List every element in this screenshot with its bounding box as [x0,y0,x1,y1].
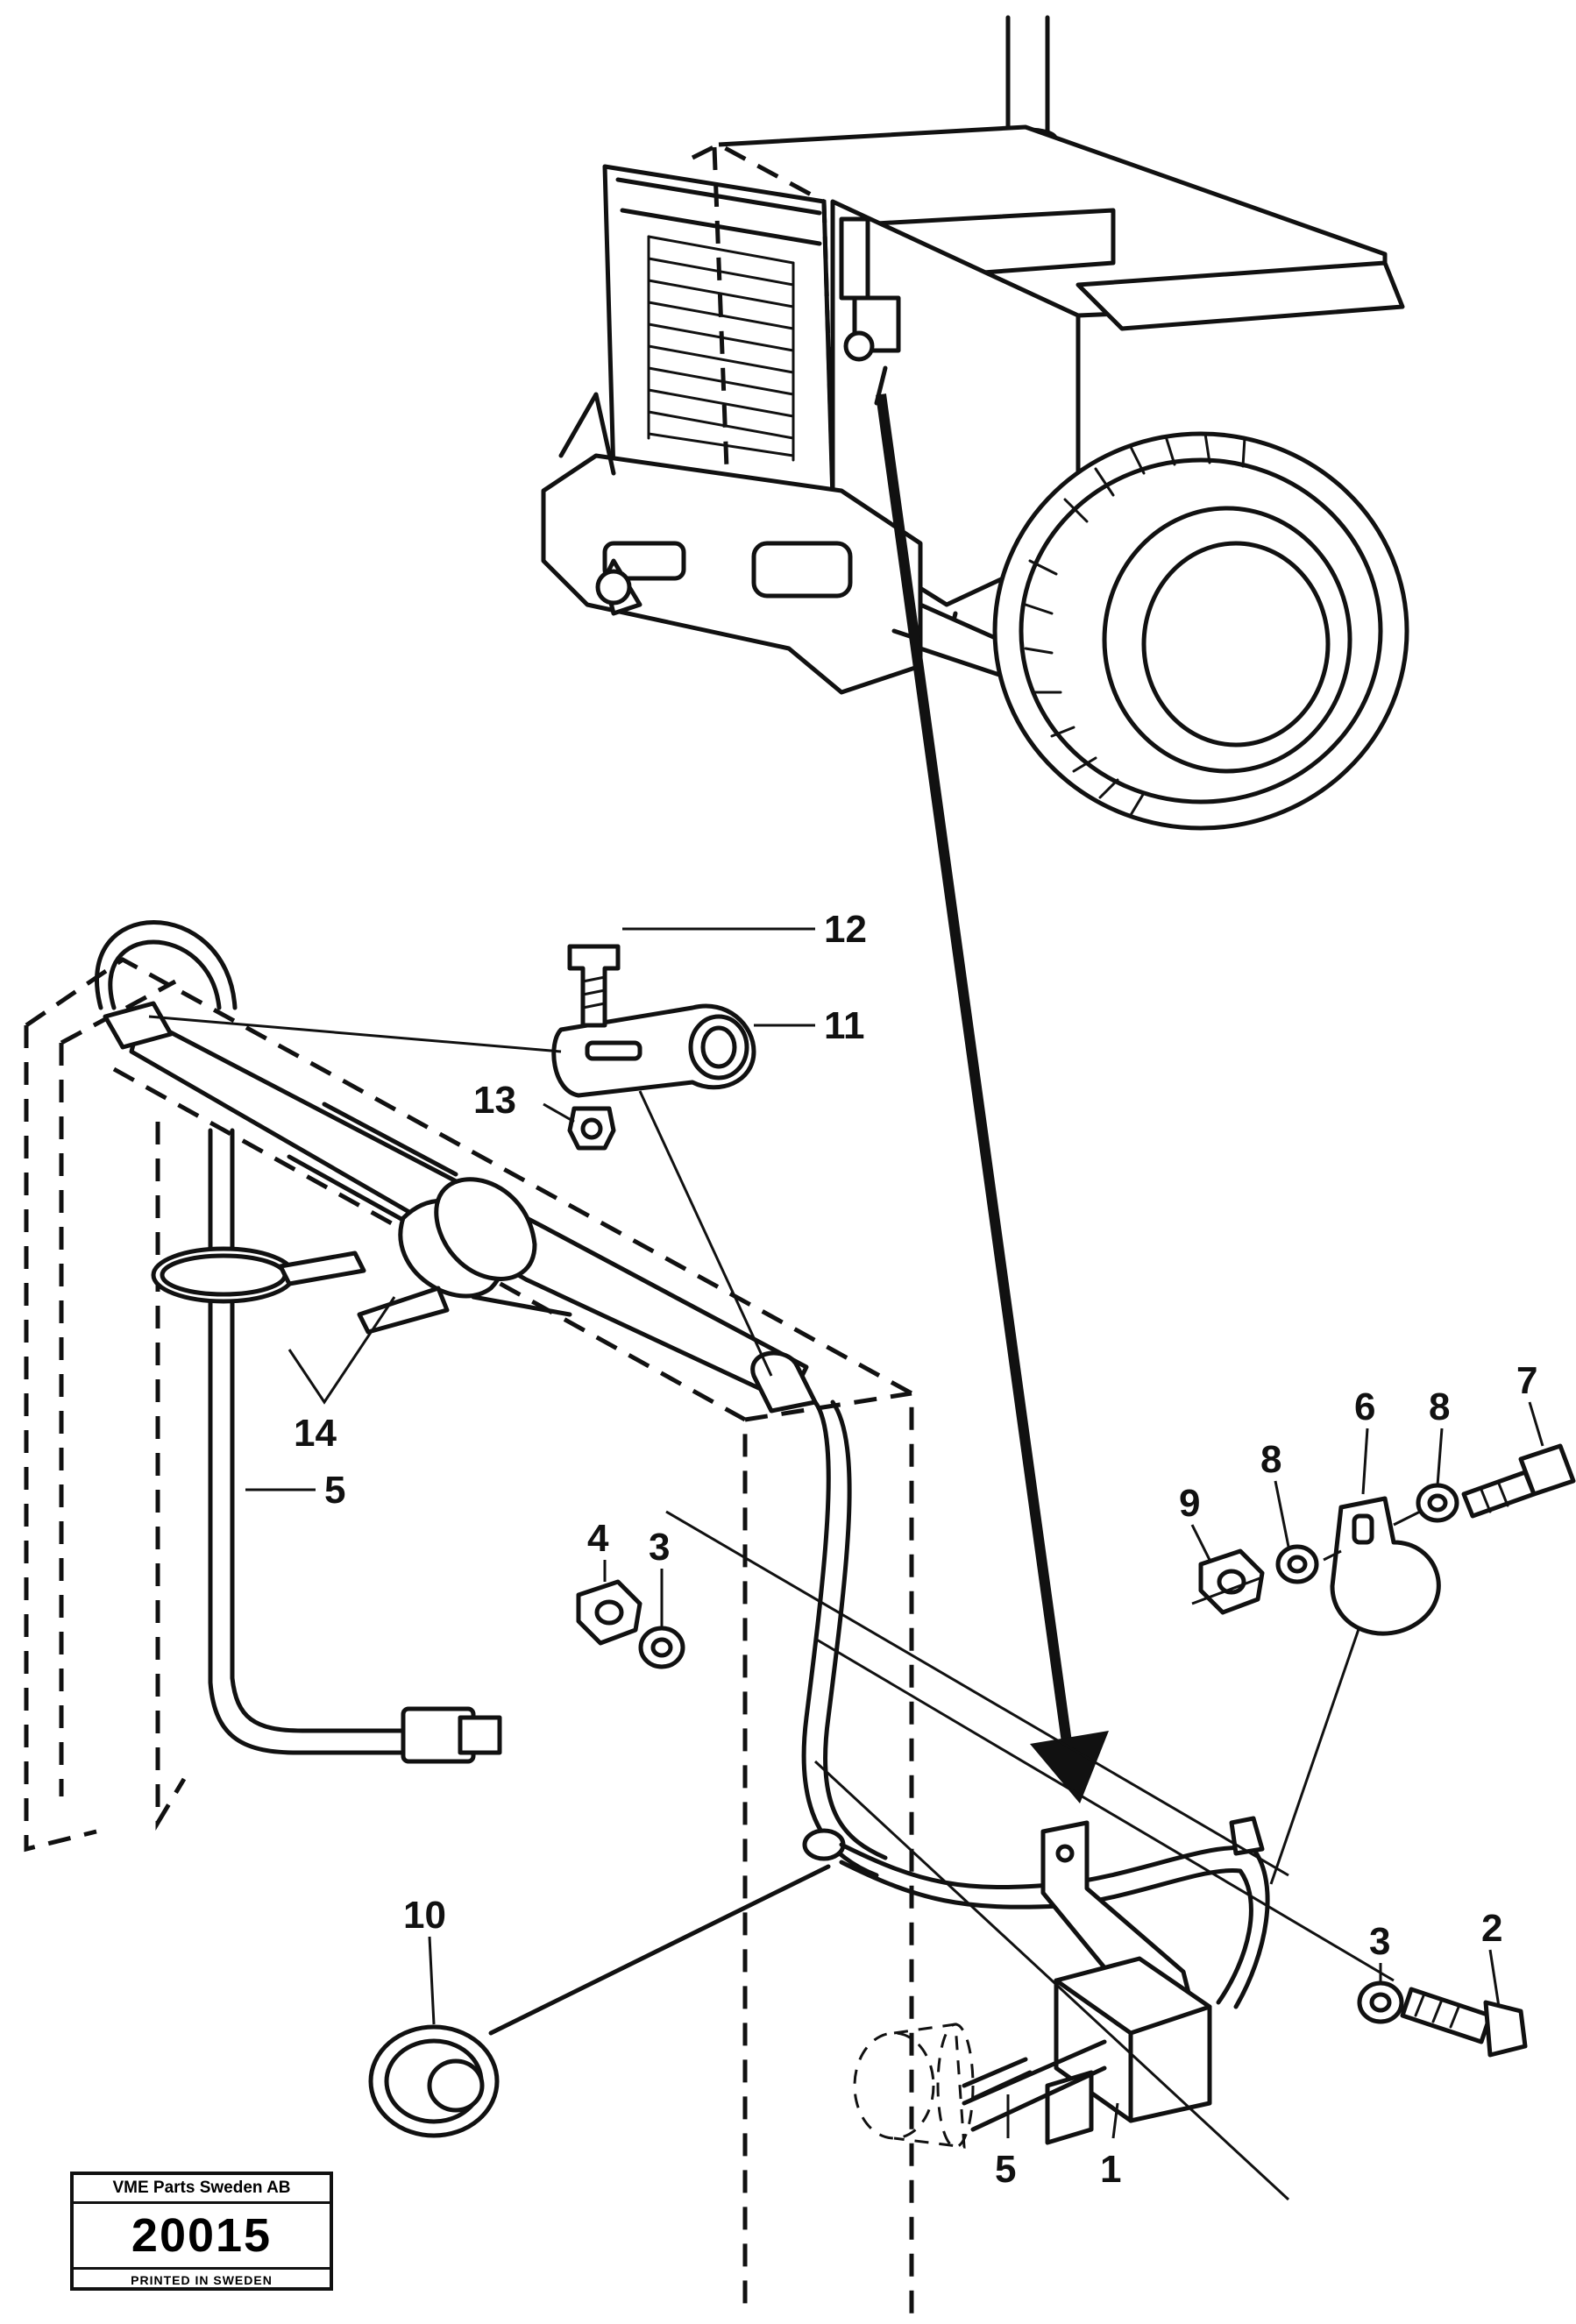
callout-7: 7 [1516,1359,1537,1402]
callout-3-right: 3 [1369,1920,1390,1963]
callout-labels: 12 11 13 14 5 4 3 9 8 6 8 7 10 3 2 5 1 [294,908,1537,2191]
callout-8-right: 8 [1429,1385,1450,1428]
callout-3-left: 3 [649,1526,670,1569]
callout-2: 2 [1481,1907,1502,1950]
lamp-bracket-detail [368,1443,1576,2201]
stamp-printed: PRINTED IN SWEDEN [131,2273,273,2287]
stamp-number: 20015 [74,2204,330,2270]
callout-13: 13 [473,1079,516,1122]
machine-illustration [541,15,1409,1803]
callout-14: 14 [294,1412,337,1455]
callout-leaders [245,927,1544,2139]
callout-12: 12 [824,908,867,951]
wheel [992,431,1409,831]
pointer-arrowhead [1030,1731,1109,1803]
callout-5-lamp: 5 [995,2148,1016,2191]
stamp-company: VME Parts Sweden AB [74,2175,330,2204]
callout-11: 11 [824,1004,865,1047]
callout-8-left: 8 [1260,1438,1281,1481]
callout-4: 4 [587,1517,609,1560]
callout-10: 10 [403,1894,446,1937]
part-number-stamp: VME Parts Sweden AB 20015 PRINTED IN SWE… [70,2172,333,2291]
callout-1: 1 [1100,2148,1121,2191]
callout-9: 9 [1179,1482,1200,1525]
callout-5-harness: 5 [324,1469,345,1512]
harness-detail [24,920,914,2313]
pointer-arrow [876,393,1075,1762]
callout-6: 6 [1354,1385,1375,1428]
